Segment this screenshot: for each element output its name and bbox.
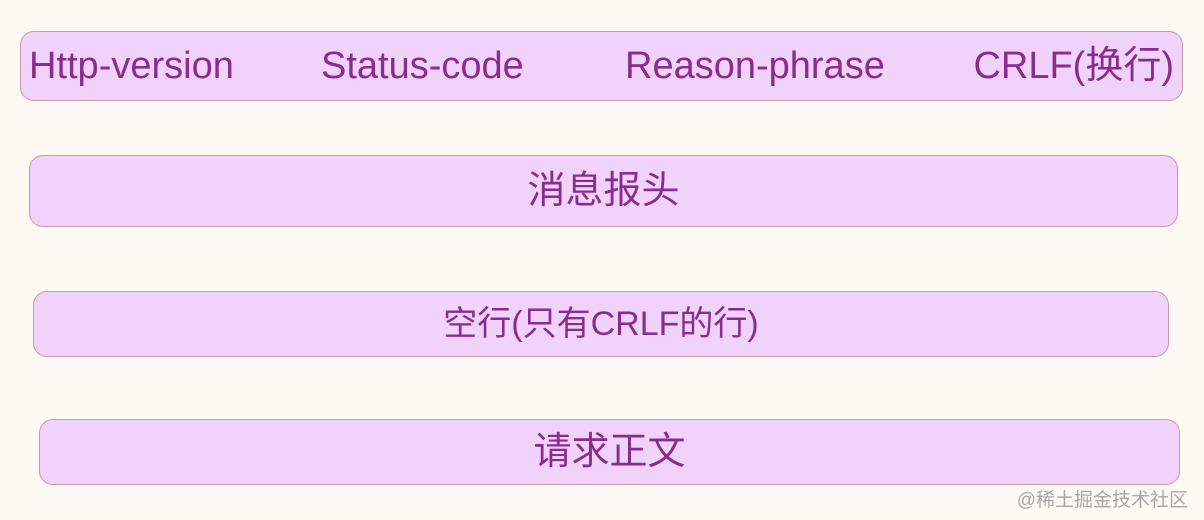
blank-line-label: 空行(只有CRLF的行) xyxy=(443,305,759,343)
status-line: Http-version Status-code Reason-phrase C… xyxy=(20,31,1183,101)
message-headers-label: 消息报头 xyxy=(527,170,680,212)
crlf-label: CRLF(换行) xyxy=(973,45,1174,87)
message-headers-box: 消息报头 xyxy=(29,155,1178,227)
body-label: 请求正文 xyxy=(533,431,686,473)
blank-line-box: 空行(只有CRLF的行) xyxy=(33,291,1169,357)
watermark: @稀土掘金技术社区 xyxy=(1016,490,1188,511)
status-code-label: Status-code xyxy=(321,45,524,87)
body-box: 请求正文 xyxy=(39,419,1180,485)
reason-phrase-label: Reason-phrase xyxy=(625,45,885,87)
http-version-label: Http-version xyxy=(29,45,234,87)
